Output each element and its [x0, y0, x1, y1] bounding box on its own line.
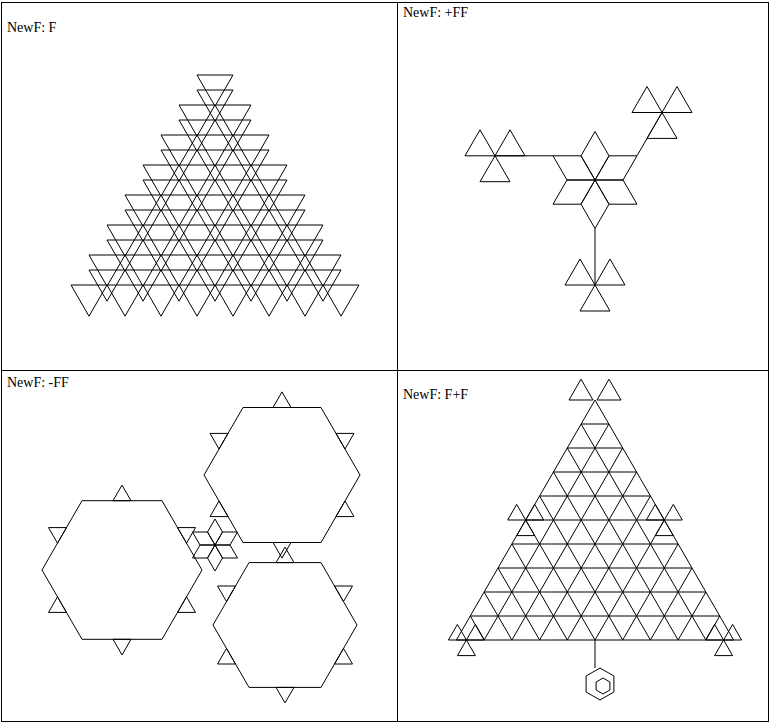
table-border — [2, 3, 769, 722]
table-grid — [2, 3, 769, 722]
column-divider — [397, 3, 398, 722]
panel-caption: NewF: +FF — [402, 5, 469, 21]
fractal-drawing — [465, 87, 692, 312]
row-divider — [2, 370, 769, 371]
fractal-drawing — [71, 75, 359, 316]
panel-caption: NewF: F+F — [402, 387, 469, 403]
panel-caption: NewF: -FF — [6, 375, 70, 391]
panel-caption: NewF: F — [6, 20, 57, 36]
fractal-drawing — [42, 392, 360, 703]
fractal-drawing — [448, 379, 741, 700]
